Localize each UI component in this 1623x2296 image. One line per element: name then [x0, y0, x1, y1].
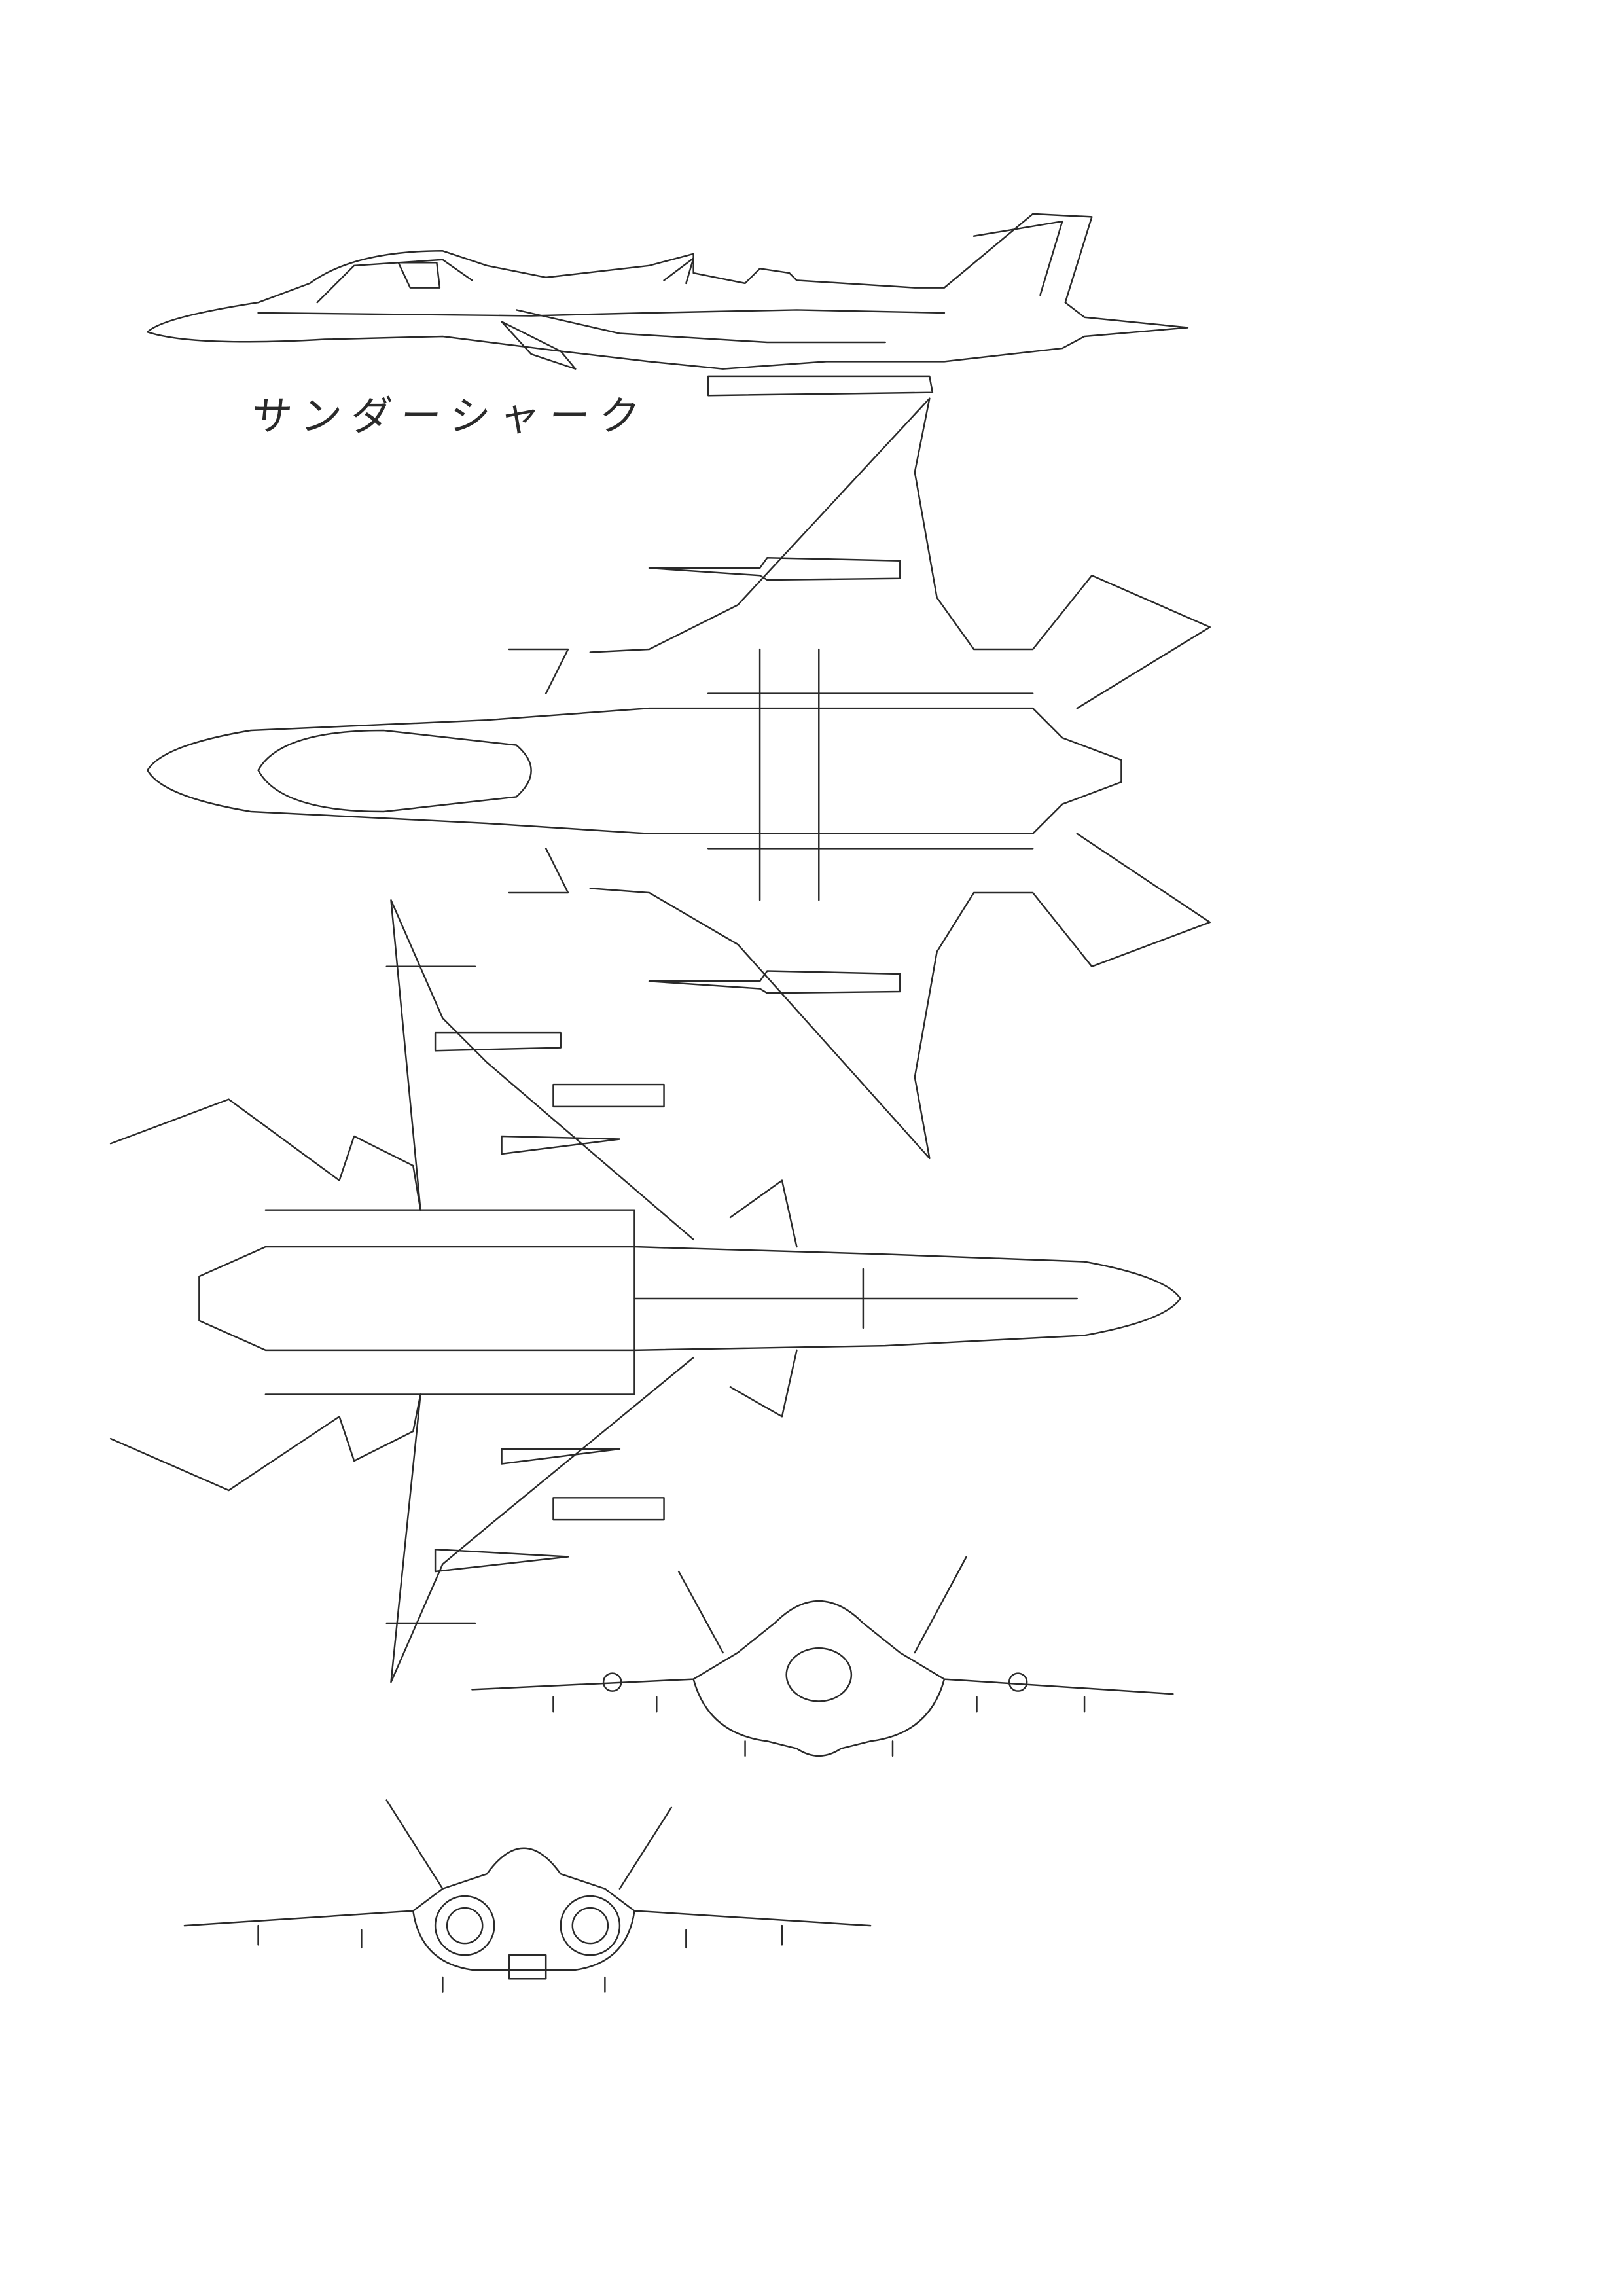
side-view — [147, 213, 1189, 397]
aircraft-name-caption: サンダーシャーク — [249, 392, 652, 440]
top-view — [147, 397, 1211, 1160]
rear-view — [183, 1799, 872, 1993]
bottom-view — [109, 899, 1181, 1683]
front-view — [471, 1556, 1174, 1757]
